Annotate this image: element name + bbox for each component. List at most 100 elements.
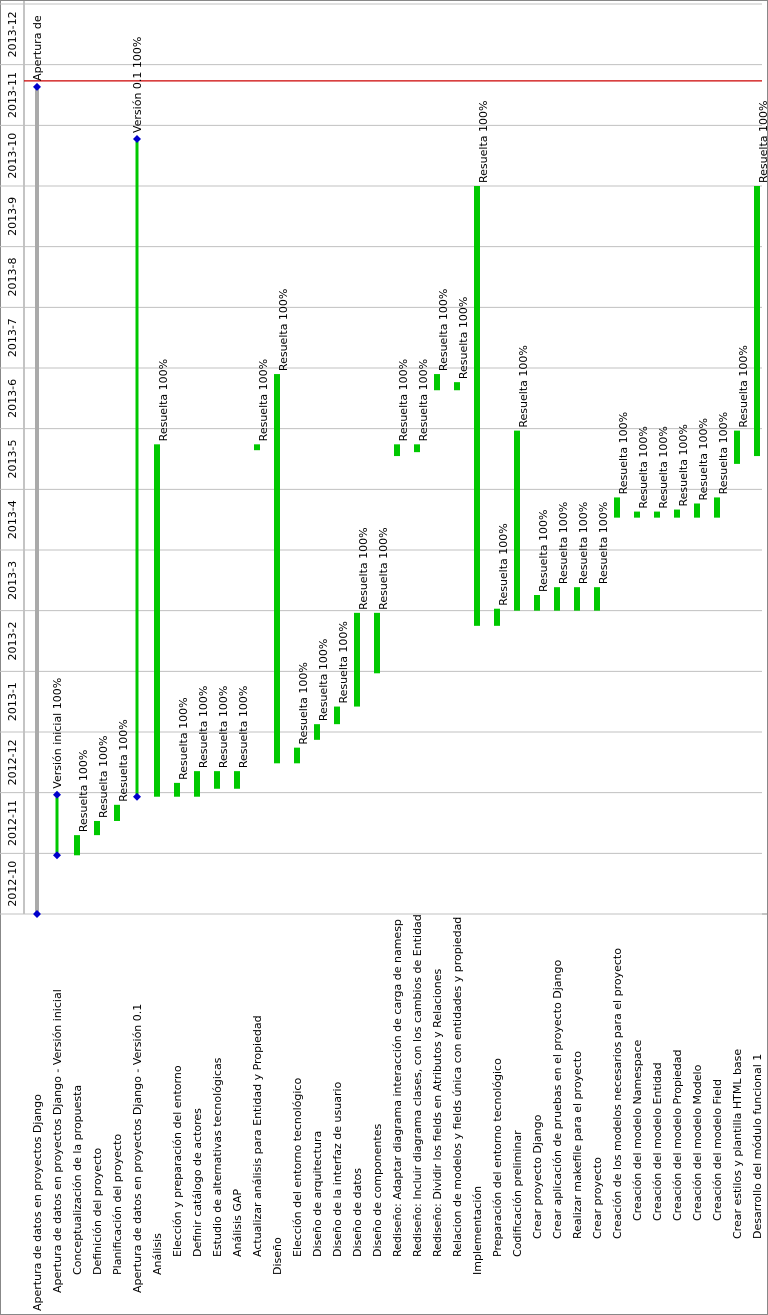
task-name: Apertura de datos en proyectos Django xyxy=(31,1094,44,1311)
milestone-diamond xyxy=(53,851,61,860)
task-name: Creación de los modelos necesarios para … xyxy=(611,948,624,1239)
task-name: Elección del entorno tecnológico xyxy=(291,1078,304,1257)
bar-label: Versión 0.1 100% xyxy=(131,37,144,133)
bar-label: Resuelta 100% xyxy=(597,502,610,584)
task-name: Creación del modelo Modelo xyxy=(691,1064,704,1221)
month-label: 2013-8 xyxy=(6,258,19,297)
task-bar xyxy=(534,595,540,611)
bar-label: Resuelta 100% xyxy=(657,426,670,508)
bar-label: Resuelta 100% xyxy=(697,418,710,500)
task-name: Rediseño: Incluir diagrama clases, con l… xyxy=(411,914,424,1257)
task-name: Análisis GAP xyxy=(231,1189,244,1257)
task-bar xyxy=(714,497,720,518)
task-bar xyxy=(454,382,460,391)
task-bar xyxy=(694,503,700,518)
month-label: 2013-2 xyxy=(6,622,19,661)
task-name: Creación del modelo Entidad xyxy=(651,1062,664,1221)
month-label: 2013-7 xyxy=(6,318,19,357)
bar-label: Resuelta 100% xyxy=(297,662,310,744)
task-bar xyxy=(294,747,300,764)
bar-label: Resuelta 100% xyxy=(97,736,110,818)
task-name: Creación del modelo Namespace xyxy=(631,1039,644,1221)
milestone-diamond xyxy=(33,910,41,918)
task-name: Relacion de modelos y fields única con e… xyxy=(451,917,464,1257)
bar-label: Resuelta 100% xyxy=(237,686,250,768)
project-bar xyxy=(35,86,39,914)
status-labels: Apertura de Versión inicial 100% Resuelta … xyxy=(31,15,768,832)
task-name: Realizar makefile para el proyecto xyxy=(571,1051,584,1239)
version-bar xyxy=(55,794,59,856)
bar-label: Resuelta 100% xyxy=(477,101,490,183)
bar-label: Resuelta 100% xyxy=(337,621,350,703)
task-name: Diseño de la interfaz de usuario xyxy=(331,1081,344,1257)
task-bar xyxy=(94,820,100,836)
task-name: Análisis xyxy=(151,1233,164,1275)
task-bar xyxy=(414,444,420,453)
task-name: Apertura de datos en proyectos Django - … xyxy=(131,1004,144,1293)
task-name: Diseño de componentes xyxy=(371,1124,384,1257)
bar-label: Resuelta 100% xyxy=(397,359,410,441)
task-bar xyxy=(394,444,400,457)
task-name: Rediseño: Adaptar diagrama interacción d… xyxy=(391,919,404,1257)
bar-label: Versión inicial 100% xyxy=(51,678,64,789)
task-name: Creación del modelo Field xyxy=(711,1079,724,1221)
task-name: Desarrollo del módulo funcional 1 xyxy=(751,1054,764,1239)
task-bar xyxy=(734,430,740,464)
task-name-column: Apertura de datos en proyectos Django Ape… xyxy=(31,914,764,1311)
task-bar xyxy=(434,374,440,391)
task-name: Codificación preliminar xyxy=(511,1130,524,1257)
task-bar xyxy=(194,771,200,797)
version-bar xyxy=(135,139,139,797)
bar-label: Resuelta 100% xyxy=(617,412,630,494)
bar-label: Resuelta 100% xyxy=(557,502,570,584)
task-bar xyxy=(474,186,480,626)
milestone-diamond xyxy=(133,792,141,801)
task-name: Definir catálogo de actores xyxy=(191,1108,204,1257)
task-bar xyxy=(214,771,220,789)
bar-label: Apertura de xyxy=(31,15,44,81)
task-bar xyxy=(154,444,160,797)
bar-label: Resuelta 100% xyxy=(77,750,90,832)
month-label: 2013-6 xyxy=(6,379,19,418)
bar-label: Resuelta 100% xyxy=(517,345,530,427)
task-bar xyxy=(334,706,340,725)
bar-label: Resuelta 100% xyxy=(457,297,470,379)
task-bar xyxy=(254,444,260,451)
task-name: Creación del modelo Propiedad xyxy=(671,1049,684,1221)
task-bar xyxy=(114,804,120,821)
bar-label: Resuelta 100% xyxy=(637,426,650,508)
milestone-diamond xyxy=(53,790,61,799)
bar-label: Resuelta 100% xyxy=(677,424,690,506)
month-label: 2012-12 xyxy=(6,739,19,785)
bar-label: Resuelta 100% xyxy=(197,686,210,768)
task-bar xyxy=(634,511,640,518)
month-label: 2013-5 xyxy=(6,440,19,479)
bar-label: Resuelta 100% xyxy=(757,101,768,183)
task-name: Crear estilos y plantilla HTML base xyxy=(731,1049,744,1239)
bar-label: Resuelta 100% xyxy=(377,527,390,609)
month-label: 2013-1 xyxy=(6,682,19,721)
task-name: Implementación xyxy=(471,1186,484,1275)
bar-label: Resuelta 100% xyxy=(217,686,230,768)
month-label: 2013-3 xyxy=(6,561,19,600)
bar-label: Resuelta 100% xyxy=(317,639,330,721)
bar-label: Resuelta 100% xyxy=(277,289,290,371)
task-name: Estudio de alternativas tecnológicas xyxy=(211,1057,224,1257)
task-name: Diseño xyxy=(271,1237,284,1275)
task-bar xyxy=(74,835,80,856)
task-bar xyxy=(554,587,560,611)
task-bar xyxy=(494,608,500,626)
task-name: Planificación del proyecto xyxy=(111,1134,124,1275)
task-bar xyxy=(754,186,760,457)
task-bar xyxy=(354,612,360,707)
month-label: 2013-9 xyxy=(6,197,19,236)
bar-label: Resuelta 100% xyxy=(437,289,450,371)
task-bars xyxy=(33,82,760,918)
milestone-diamond xyxy=(133,135,141,144)
task-bar xyxy=(314,724,320,740)
bar-label: Resuelta 100% xyxy=(177,697,190,779)
bar-label: Resuelta 100% xyxy=(157,359,170,441)
task-bar xyxy=(234,771,240,789)
task-name: Diseño de datos xyxy=(351,1168,364,1257)
